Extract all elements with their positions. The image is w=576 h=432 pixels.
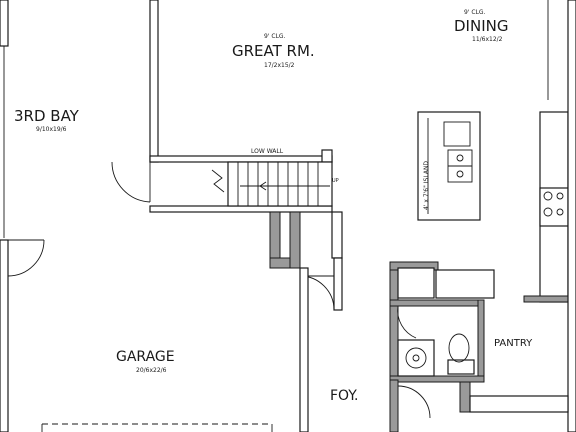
stair-landing-wall <box>269 211 343 269</box>
garage-right-wall <box>299 257 343 432</box>
great-room-ceiling: 9' CLG. <box>264 33 286 40</box>
dining-right-wall <box>547 0 576 432</box>
garage-left-wall <box>0 0 9 432</box>
stair-up-label: UP <box>332 178 339 184</box>
kitchen-island <box>417 111 481 221</box>
foyer-walls <box>389 379 569 432</box>
powder-door <box>397 305 417 339</box>
third-bay-dims: 9/10x19/6 <box>36 126 67 133</box>
garage-name: GARAGE <box>116 349 175 365</box>
dining-ceiling: 9' CLG. <box>464 9 486 16</box>
low-wall-label: LOW WALL <box>251 148 284 155</box>
garage-dims: 20/6x22/6 <box>136 367 167 374</box>
island-label: 4' x 7'6" ISLAND <box>423 161 430 210</box>
third-bay-name: 3RD BAY <box>14 107 80 125</box>
great-room-name: GREAT RM. <box>232 42 315 60</box>
pantry-name: PANTRY <box>494 338 533 349</box>
powder-room-fixtures <box>397 333 475 377</box>
great-room-left-wall <box>149 0 159 163</box>
garage-overhead-door <box>41 423 273 432</box>
dining-dims: 11/6x12/2 <box>472 36 503 43</box>
mud-room <box>389 261 495 383</box>
dining-name: DINING <box>454 17 508 35</box>
garage-door-swing <box>111 161 151 203</box>
foyer-name: FOY. <box>330 388 358 404</box>
great-room-dims: 17/2x15/2 <box>264 62 295 69</box>
third-bay-door <box>7 239 45 277</box>
stairs <box>149 149 333 213</box>
kitchen-counter <box>523 111 569 303</box>
